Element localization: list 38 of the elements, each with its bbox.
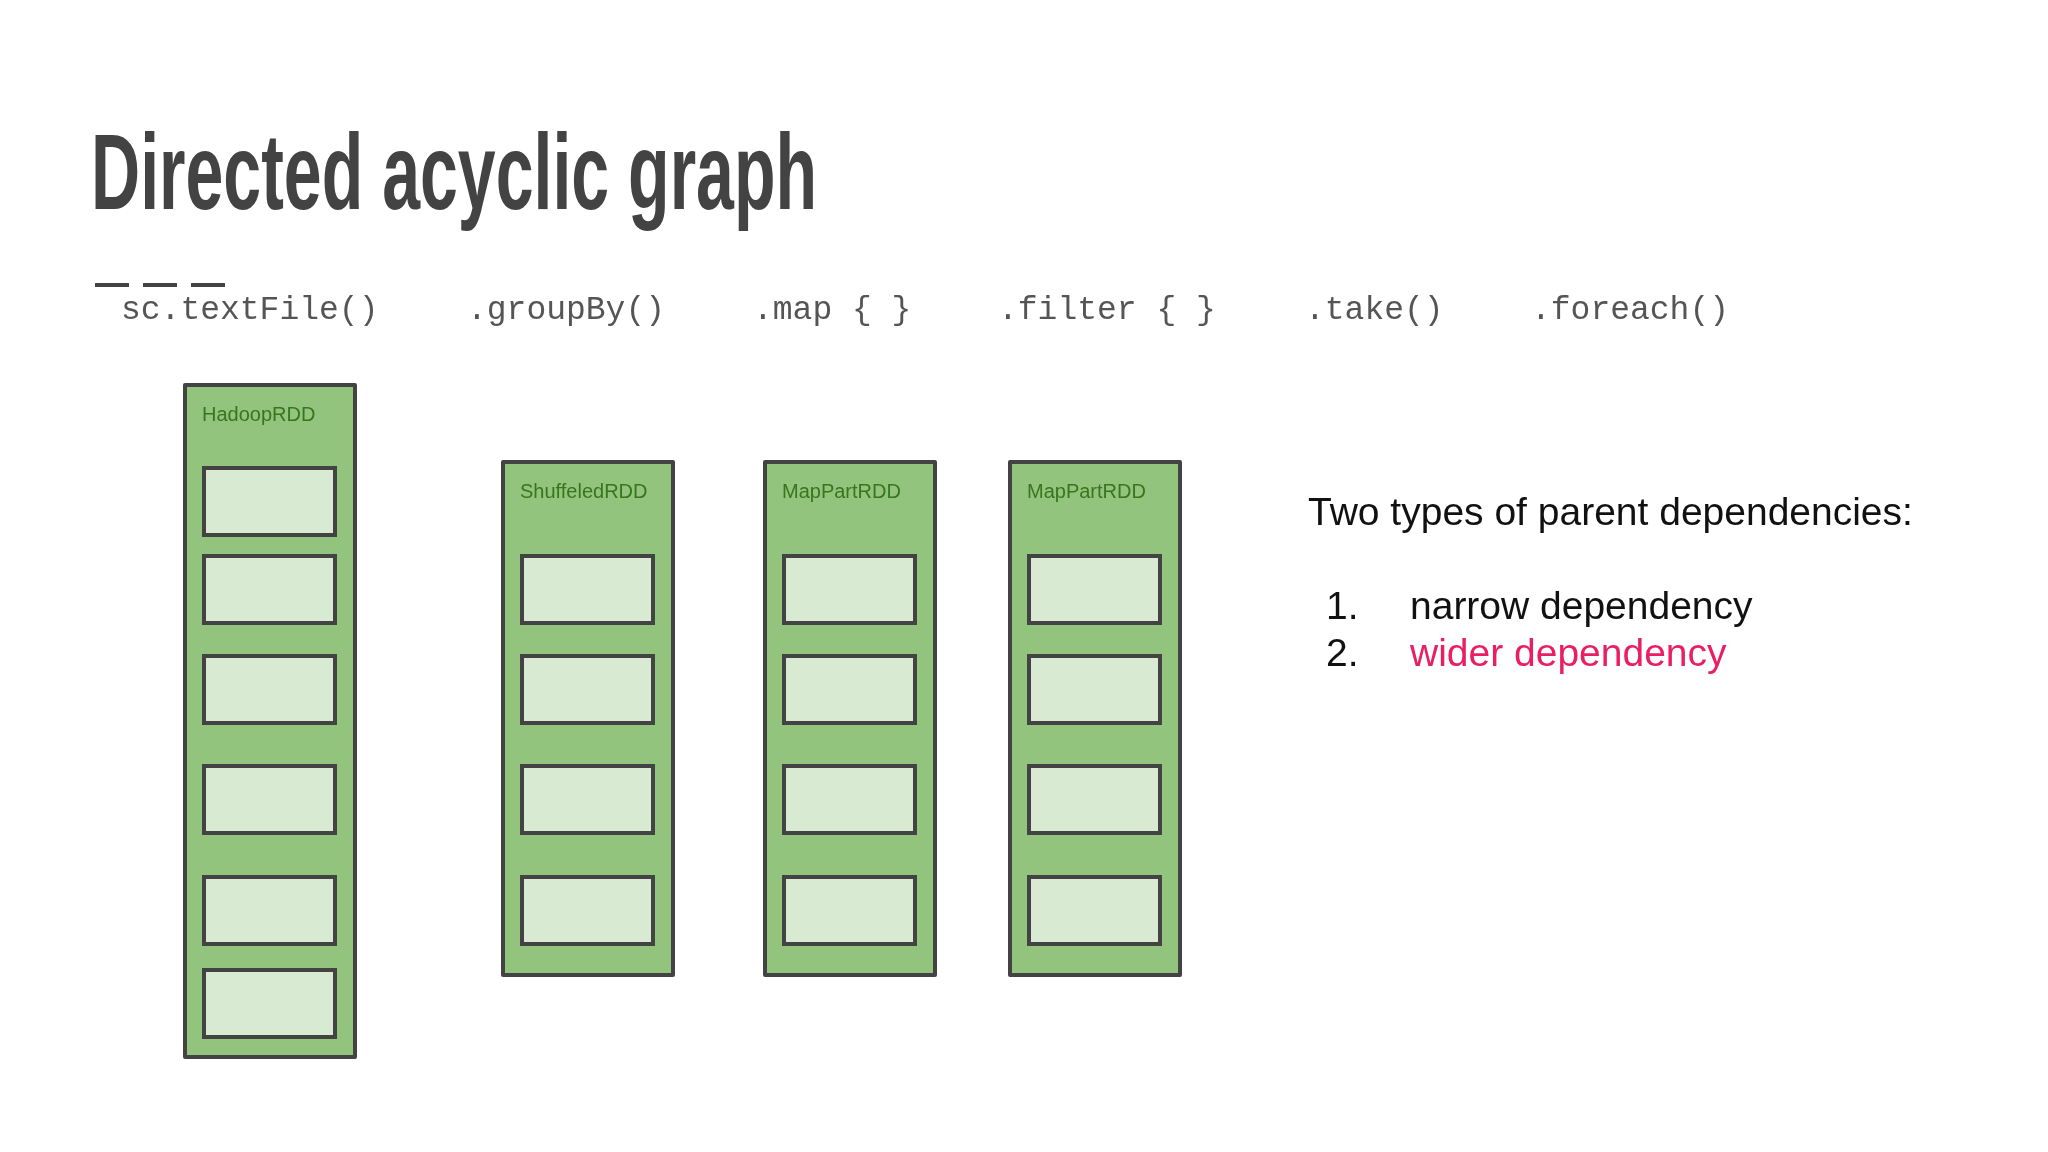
partition-box: [202, 764, 337, 835]
partition-box: [782, 764, 917, 835]
partition-box: [1027, 875, 1162, 946]
partition-box: [1027, 764, 1162, 835]
list-number: 2.: [1326, 629, 1359, 676]
code-label: .map { }: [753, 291, 912, 331]
rdd-name: ShuffeledRDD: [520, 479, 648, 503]
slide-title: Directed acyclic graph: [91, 110, 818, 234]
partition-box: [520, 875, 655, 946]
partition-box: [520, 654, 655, 725]
rdd-column: [501, 460, 675, 977]
code-label: .foreach(): [1531, 291, 1730, 331]
partition-box: [202, 875, 337, 946]
partition-box: [202, 554, 337, 625]
rdd-column: [763, 460, 937, 977]
code-label: .filter { }: [998, 291, 1216, 331]
code-label: .take(): [1305, 291, 1444, 331]
partition-box: [520, 554, 655, 625]
list-heading: Two types of parent dependencies:: [1308, 488, 1913, 535]
partition-box: [782, 554, 917, 625]
list-item: narrow dependency: [1410, 582, 1753, 629]
partition-box: [202, 466, 337, 537]
partition-box: [202, 654, 337, 725]
code-label: .groupBy(): [467, 291, 666, 331]
rdd-name: MapPartRDD: [1027, 479, 1146, 503]
rdd-column: [183, 383, 357, 1059]
partition-box: [520, 764, 655, 835]
partition-box: [782, 875, 917, 946]
rdd-column: [1008, 460, 1182, 977]
list-number: 1.: [1326, 582, 1359, 629]
partition-box: [782, 654, 917, 725]
rdd-name: HadoopRDD: [202, 402, 316, 426]
code-label: sc.textFile(): [121, 291, 379, 331]
rdd-name: MapPartRDD: [782, 479, 901, 503]
partition-box: [1027, 554, 1162, 625]
partition-box: [202, 968, 337, 1039]
partition-box: [1027, 654, 1162, 725]
list-item: wider dependency: [1410, 629, 1727, 676]
